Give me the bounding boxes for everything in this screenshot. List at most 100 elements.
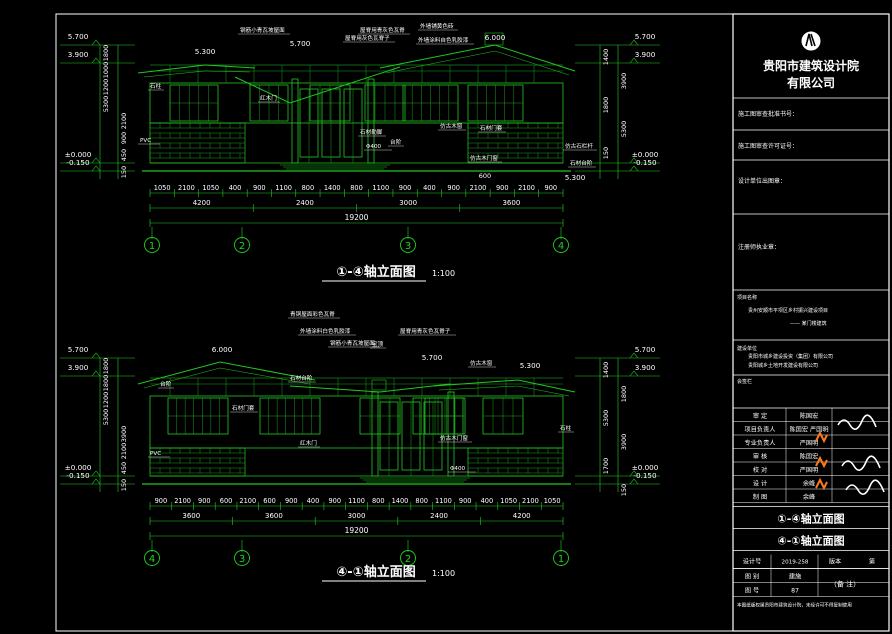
outer-frame [55,13,890,632]
dim-row1-value: 1050 [500,497,517,505]
stone-plinth [149,447,246,477]
stone-column [371,391,379,477]
approval-label: 施工图审查批准书号： [738,110,798,118]
title-block-frame [732,13,890,632]
dim-row2-value: 2400 [296,199,314,207]
level-label-left: -0.150 [66,471,90,480]
axis-bubble [553,237,569,253]
annotation: 屋脊用青灰色瓦脊 [360,26,405,34]
dim-row1-value: 2100 [178,184,195,192]
dim-row1-value: 900 [496,184,509,192]
signature-white [845,479,885,495]
roof-right-gable-inner [438,385,570,397]
annotation: 外墙铺黄色砖 [420,22,454,30]
level-marker-left [91,165,101,172]
axis-number: 3 [405,241,411,252]
stone-column [367,78,375,164]
annotation: 石材台阶 [290,374,313,382]
roof-left-main-inner [143,367,311,389]
dim-row1-value: 400 [481,497,494,505]
vert-dim-right: 1400 [602,362,610,379]
roof-level-label: 5.700 [290,39,311,48]
level-label-right: 5.700 [635,32,656,41]
annotation: 仿古木窗 [440,122,463,130]
level-marker-left [91,57,101,64]
vert-dim-left: 450 [120,462,128,474]
roof-entrance [289,383,451,393]
level-marker-left [91,478,101,485]
dim-row1-value: 800 [302,184,315,192]
dim-row1-value: 1050 [202,184,219,192]
level-marker-left [91,39,101,46]
stone-column [447,391,455,477]
axis-bubble [144,550,160,566]
dim-row1-value: 600 [220,497,233,505]
level-label-left: -0.150 [66,158,90,167]
dim-row1-value: 900 [459,497,472,505]
vert-dim-left: 5300 [102,96,110,113]
role-name: 陈国宏 [800,453,819,461]
dim-row1-value: 1050 [544,497,561,505]
elevation-scale: 1:100 [432,269,455,278]
axis-bubble [144,237,160,253]
company-name-2: 有限公司 [787,75,835,90]
level-label-right: -0.150 [633,471,657,480]
vert-dim-right: 3900 [620,434,628,451]
annotation: 仿古木窗 [470,359,493,367]
page-label: 图 号 [745,588,759,595]
owner-line-1: 贵阳市城乡建设投资（集团）有限公司 [748,353,833,360]
elevation-title: ①-④轴立面图 [336,264,415,280]
roof-level-label: 6.000 [212,345,233,354]
axis-number: 1 [149,241,155,252]
level-label-left: 5.700 [68,32,89,41]
dim-row1-value: 2100 [470,184,487,192]
dim-row1-value: 800 [350,184,363,192]
dim-row1-value: 400 [307,497,320,505]
level-label-right: 5.700 [635,345,656,354]
dim-row2-value: 3600 [265,512,283,520]
dim-misc: 600 [479,172,491,180]
annotation: PVC [150,451,161,457]
vert-dim-left: 1800 [102,375,110,392]
annotation: 石材台阶 [570,159,593,167]
annotation: 青铜屋面彩色瓦脊 [290,310,335,318]
annotation: 宝顶 [372,340,384,348]
level-label-right: 3.900 [635,50,656,59]
signature-white [841,455,881,471]
level-label-right: ±0.000 [632,463,659,472]
axis-number: 3 [239,554,245,565]
roof-level-label: 5.300 [520,361,541,370]
roof-level-label: 5.300 [565,173,586,182]
annotation: 台阶 [390,138,402,146]
level-marker-left [91,370,101,377]
level-marker-right [629,370,639,377]
dim-row2-value: 3000 [399,199,417,207]
dim-row1-value: 1100 [435,497,452,505]
vert-dim-right: 150 [602,147,610,159]
vert-dim-left: 150 [120,479,128,491]
dim-row1-value: 600 [263,497,276,505]
vert-dim-left: 1800 [102,358,110,375]
role-name: 余峰 [803,493,815,501]
annotation: 仿古木门窗 [440,434,468,442]
designer-cert-label: 设计单位出图章： [738,177,786,185]
level-label-right: 3.900 [635,363,656,372]
dim-row1-value: 900 [399,184,412,192]
page-value: 87 [791,588,799,595]
annotation: 石柱 [150,82,162,90]
role-title: 校 对 [753,466,767,474]
elevation-scale: 1:100 [432,569,455,578]
dim-row2-value: 4200 [193,199,211,207]
level-marker-right [629,478,639,485]
dim-row1-value: 900 [155,497,168,505]
role-name: 严国明 [800,467,819,474]
project-label: 项目名称 [737,294,757,301]
axis-number: 4 [149,554,155,565]
sheet-title-1: ①-④轴立面图 [777,512,844,526]
axis-number: 2 [405,554,411,565]
role-title: 项目负责人 [745,426,776,434]
axis-bubble [400,237,416,253]
vert-dim-left: 900 [120,132,128,144]
level-marker-left [91,352,101,359]
